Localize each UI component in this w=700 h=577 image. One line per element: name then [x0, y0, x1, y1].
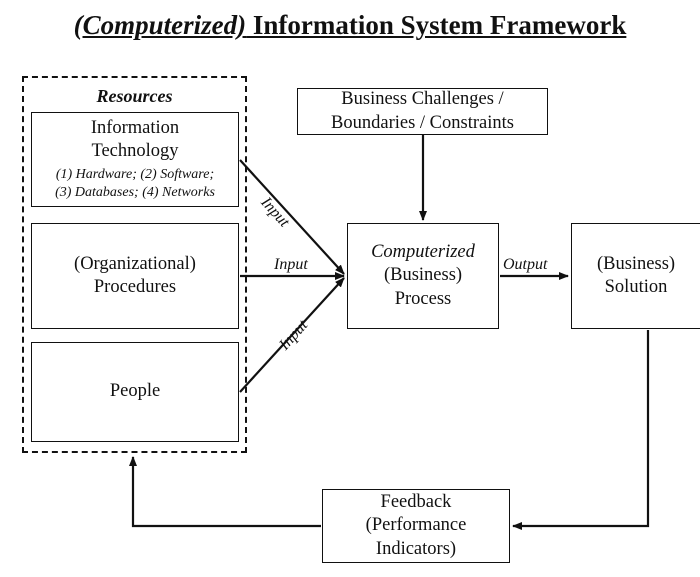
challenges-line2: Boundaries / Constraints — [331, 112, 514, 133]
feedback-line3: Indicators) — [375, 538, 457, 559]
output-label: Output — [503, 256, 548, 273]
it-sub-line2: (3) Databases; (4) Networks — [55, 185, 215, 201]
solution-line1: (Business) — [596, 253, 676, 274]
solution-to-feedback-arrow — [512, 330, 650, 530]
diagram-title: (Computerized) Information System Framew… — [0, 10, 700, 41]
process-line3: Process — [394, 288, 452, 309]
feedback-to-resources-arrow — [129, 456, 321, 528]
title-italic-part: (Computerized) — [73, 10, 247, 40]
input-arrow-people — [239, 277, 345, 393]
input-label-middle: Input — [274, 256, 308, 273]
it-components: (1) Hardware; (2) Software; (3) Database… — [55, 166, 215, 202]
procedures-line2: Procedures — [93, 277, 177, 297]
resources-label: Resources — [96, 86, 173, 106]
feedback-line1: Feedback — [380, 492, 452, 513]
process-line1: Computerized — [371, 242, 475, 263]
solution-box: (Business) Solution — [571, 223, 700, 329]
challenges-line1: Business Challenges / — [341, 89, 504, 110]
feedback-box: Feedback (Performance Indicators) — [322, 489, 510, 563]
procedures-line1: (Organizational) — [74, 253, 196, 274]
resources-group — [22, 76, 247, 453]
process-box: Computerized (Business) Process — [347, 223, 499, 329]
it-sub-line1: (1) Hardware; (2) Software; — [55, 166, 215, 182]
process-line2: (Business) — [383, 265, 463, 286]
people-box: People — [31, 342, 239, 442]
input-arrow-it — [239, 159, 345, 275]
solution-line2: Solution — [604, 277, 668, 297]
information-technology-box: Information Technology (1) Hardware; (2)… — [31, 112, 239, 207]
it-line1: Information — [90, 117, 180, 138]
it-line2: Technology — [91, 140, 179, 161]
people-line1: People — [109, 381, 161, 402]
feedback-line2: (Performance — [365, 515, 467, 536]
procedures-box: (Organizational) Procedures — [31, 223, 239, 329]
challenges-box: Business Challenges / Boundaries / Const… — [297, 88, 548, 135]
title-main-part: Information System Framework — [246, 10, 627, 40]
